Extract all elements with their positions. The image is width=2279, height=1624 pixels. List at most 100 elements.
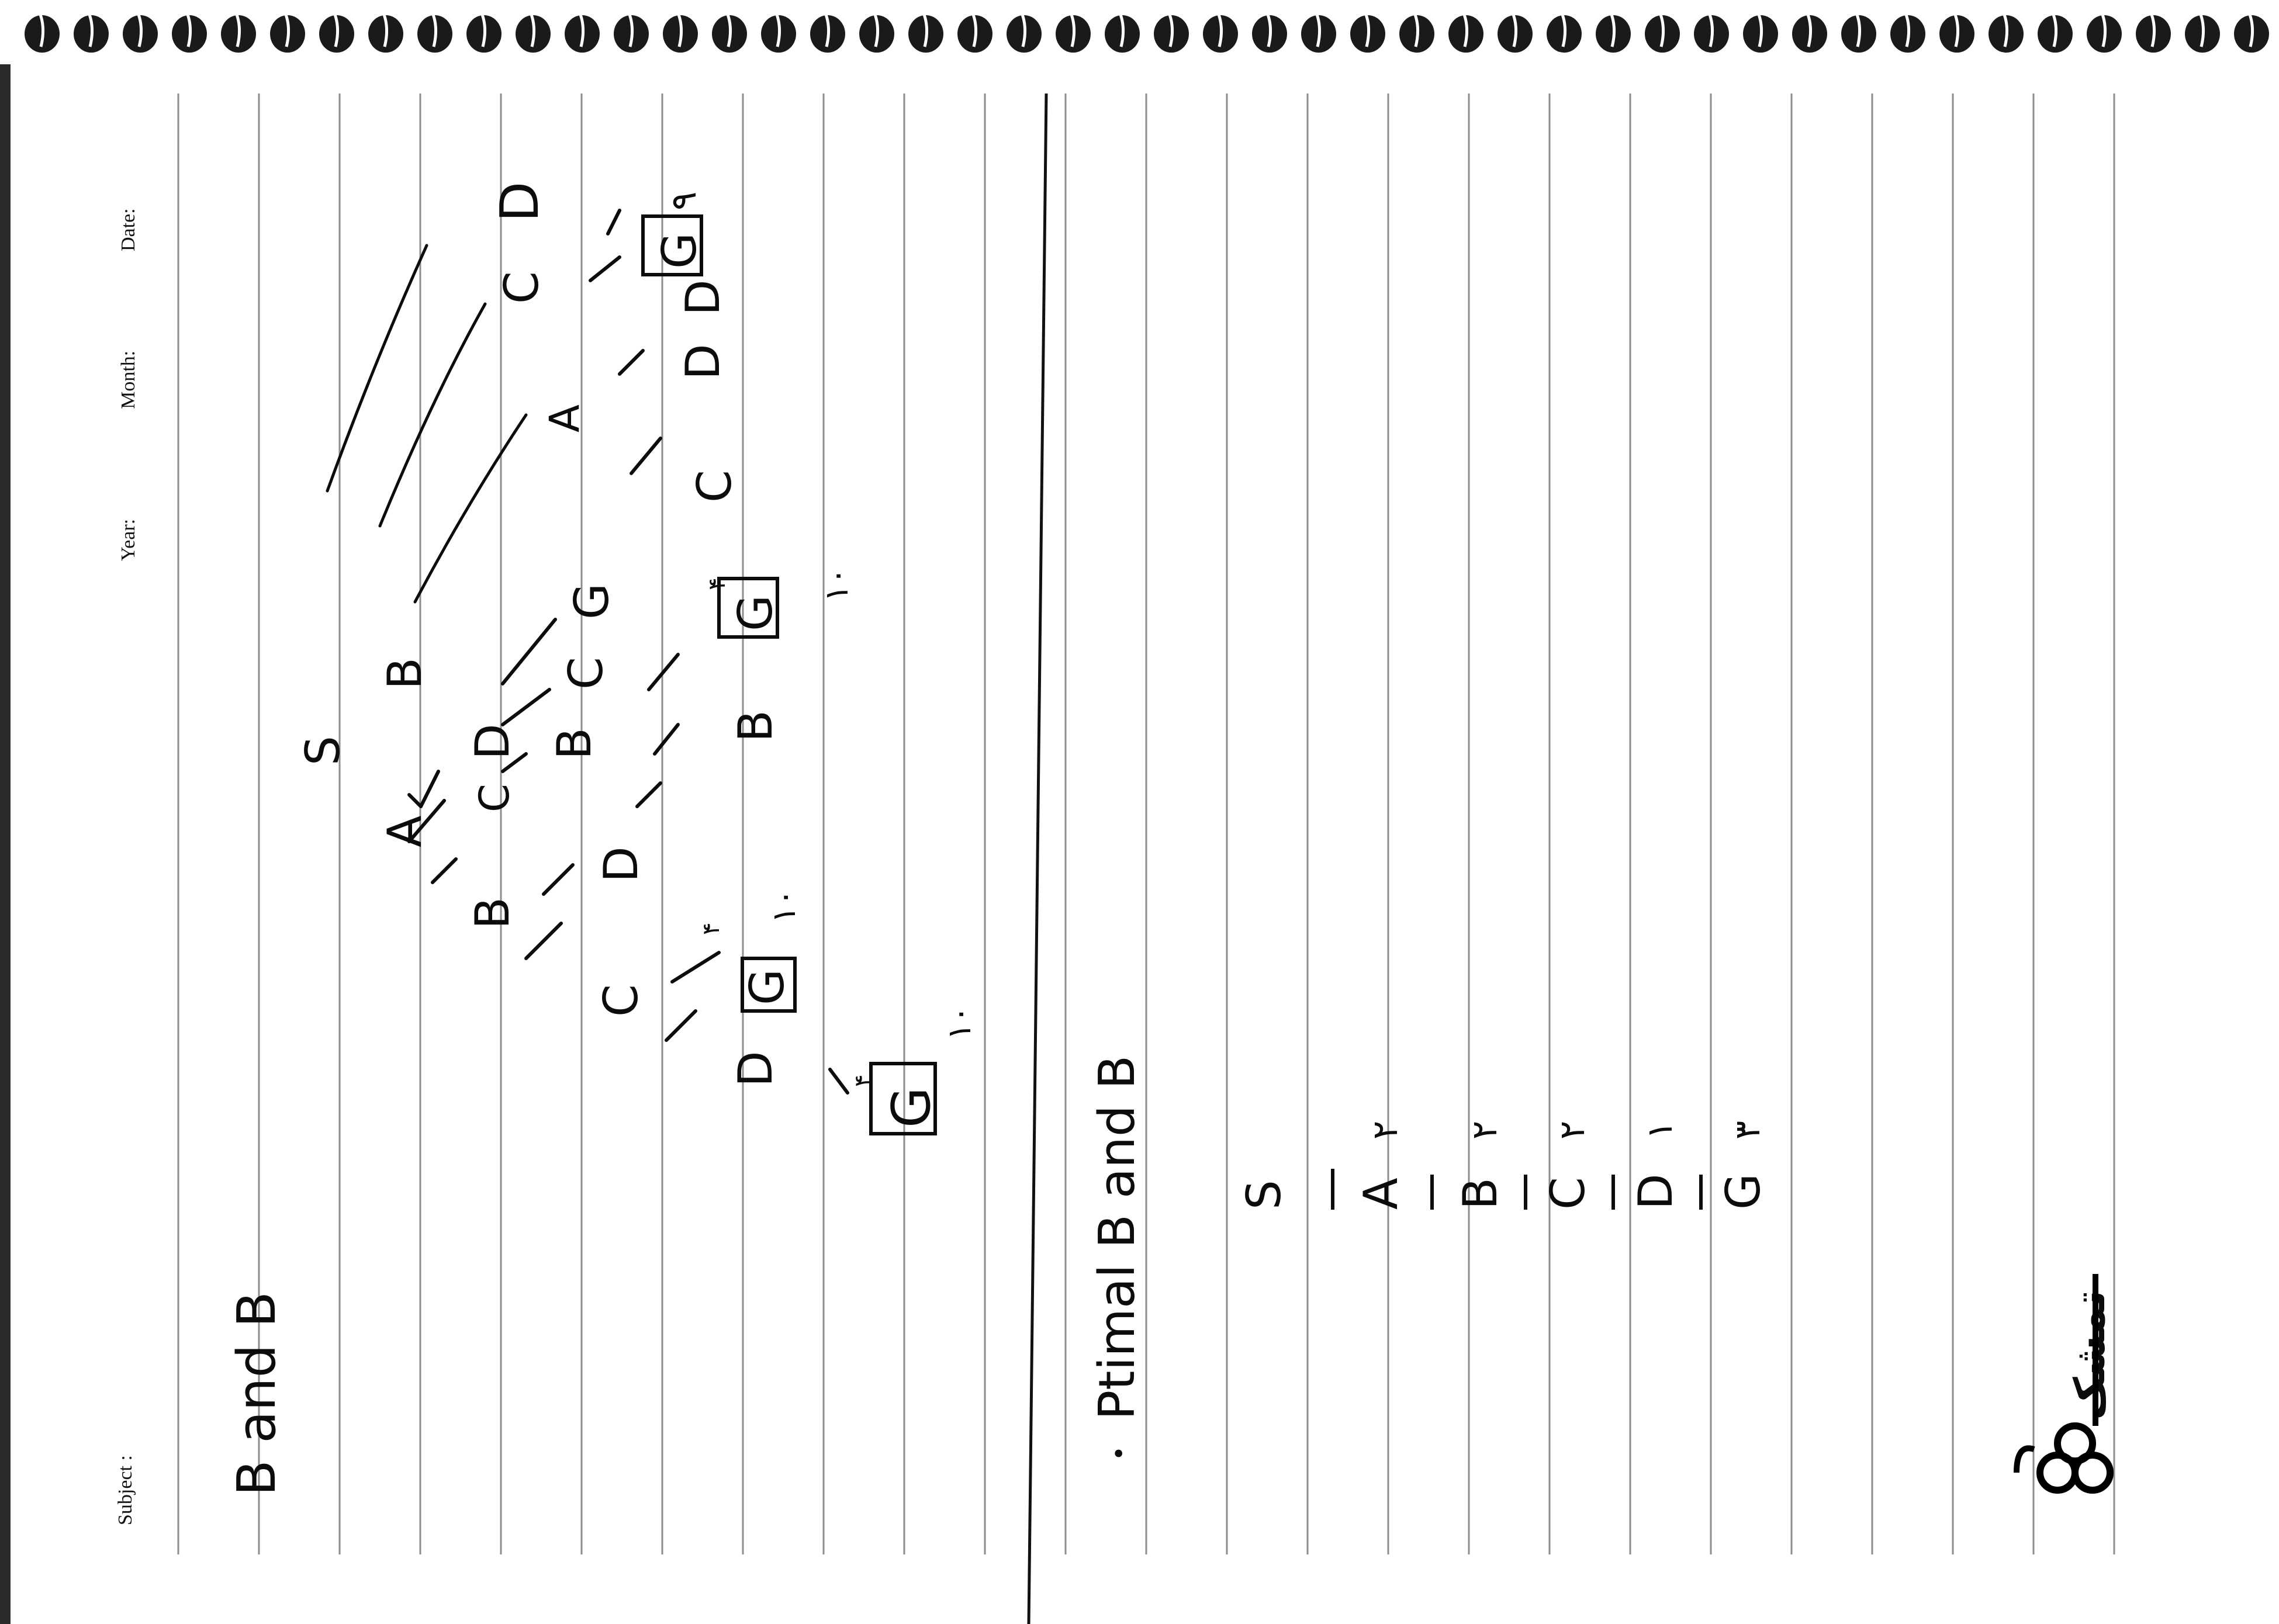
binding-ring-highlight xyxy=(1949,5,1960,47)
brand-logo xyxy=(2014,1422,2114,1494)
tree-node: D xyxy=(594,846,648,882)
binding-ring-highlight xyxy=(34,5,45,47)
tree-node: C xyxy=(559,657,613,690)
binding-ring-highlight xyxy=(1262,5,1272,47)
binding-ring-highlight xyxy=(2146,5,2156,47)
path-node: B xyxy=(1453,1178,1507,1210)
binding-ring-highlight xyxy=(1164,5,1174,47)
binding-ring-highlight xyxy=(329,5,340,47)
date-label: Date: xyxy=(117,208,139,251)
binding-ring-highlight xyxy=(2195,5,2205,47)
tree-node: A xyxy=(541,404,589,432)
top-title: B and B xyxy=(226,1291,288,1496)
binding-ring-highlight xyxy=(2048,5,2058,47)
center-fold-line xyxy=(1027,93,1048,1624)
binding-ring-highlight xyxy=(84,5,94,47)
path-node: G xyxy=(1716,1173,1770,1210)
tree-node: C xyxy=(471,784,518,812)
binding-ring-highlight xyxy=(1115,5,1125,47)
binding-ring-highlight xyxy=(722,5,732,47)
cost-label: ۴ xyxy=(704,578,731,590)
binding-ring-highlight xyxy=(771,5,781,47)
cost-label: ۴ xyxy=(850,1075,877,1087)
binding-ring-highlight xyxy=(1311,5,1322,47)
binding-ring-highlight xyxy=(2244,5,2254,47)
tree-node: D xyxy=(489,182,551,222)
binding-ring-highlight xyxy=(1606,5,1616,47)
cost-label: ۱۰ xyxy=(818,567,855,602)
tree-node: B xyxy=(465,897,520,929)
tree-node: C xyxy=(687,470,742,503)
month-label: Month: xyxy=(117,351,139,409)
search-tree-2 xyxy=(589,209,662,475)
optimal-path: S A ۲ B ۲ C ۲ D ۱ G ۳ xyxy=(1237,1121,1770,1210)
path-cost: ۳ xyxy=(1727,1121,1768,1140)
binding-ring-highlight xyxy=(2097,5,2107,47)
spiral-binding xyxy=(25,5,2269,53)
tree-node: B xyxy=(728,710,783,742)
tree-node: G xyxy=(652,233,707,269)
tree-node: G xyxy=(881,1087,942,1128)
path-cost: ۲ xyxy=(1365,1121,1406,1140)
binding-ring-highlight xyxy=(476,5,487,47)
path-cost: ۲ xyxy=(1464,1121,1505,1140)
binding-ring-highlight xyxy=(1851,5,1862,47)
binding-ring-highlight xyxy=(1066,5,1076,47)
subject-label: Subject : xyxy=(115,1455,136,1525)
binding-ring-highlight xyxy=(280,5,291,47)
tree-node: D xyxy=(465,723,520,760)
binding-ring-highlight xyxy=(575,5,585,47)
binding-ring-highlight xyxy=(525,5,536,47)
path-node: C xyxy=(1541,1177,1595,1210)
cost-label: ۹ xyxy=(663,192,704,210)
binding-ring-highlight xyxy=(1213,5,1223,47)
binding-ring-highlight xyxy=(378,5,389,47)
binding-ring-highlight xyxy=(1753,5,1763,47)
binding-ring-highlight xyxy=(1360,5,1371,47)
binding-ring-highlight xyxy=(1016,5,1027,47)
brand-underline xyxy=(2093,1274,2098,1426)
tree-node: G xyxy=(728,595,783,631)
binding-ring-highlight xyxy=(967,5,978,47)
binding-ring-highlight xyxy=(231,5,241,47)
binding-ring-highlight xyxy=(1900,5,1911,47)
bottom-title: Ptimal B and B xyxy=(1088,1055,1146,1420)
tree-node: S xyxy=(296,736,350,766)
binding-ring-highlight xyxy=(820,5,831,47)
binding-ring-highlight xyxy=(133,5,143,47)
ruled-lines xyxy=(177,94,2115,1554)
search-tree-1 xyxy=(407,214,937,1135)
page-edge xyxy=(0,64,11,1624)
binding-ring-highlight xyxy=(1998,5,2009,47)
tree-node: D xyxy=(676,279,730,316)
tree-node: C xyxy=(494,271,549,304)
tree-node: D xyxy=(676,344,730,380)
tree-node: A xyxy=(378,815,432,847)
binding-ring-highlight xyxy=(918,5,929,47)
binding-ring-highlight xyxy=(869,5,880,47)
tree-node: D xyxy=(728,1051,783,1087)
path-node: A xyxy=(1354,1178,1408,1210)
tree-node: B xyxy=(547,728,601,760)
binding-ring-highlight xyxy=(1409,5,1420,47)
tree1-nodes: S A B B C D C D B C G D G B G G ۱۰ ۱۰ ۱۰… xyxy=(296,567,978,1128)
binding-ring-highlight xyxy=(624,5,634,47)
binding-ring-highlight xyxy=(1655,5,1665,47)
brand-name: تمشک xyxy=(2065,1290,2114,1420)
tree-node: G xyxy=(565,583,619,619)
cost-label: ۱۰ xyxy=(765,889,803,923)
binding-ring-highlight xyxy=(1458,5,1469,47)
binding-ring-highlight xyxy=(673,5,683,47)
year-label: Year: xyxy=(117,519,139,561)
cost-label: ۴ xyxy=(698,923,725,935)
binding-ring-highlight xyxy=(427,5,438,47)
binding-ring-highlight xyxy=(1802,5,1813,47)
path-node: D xyxy=(1628,1173,1683,1210)
tree2-nodes: A C D C D D G ۹ xyxy=(489,182,742,503)
binding-ring-highlight xyxy=(1507,5,1518,47)
scribble-marks xyxy=(326,244,528,604)
tree-node: G xyxy=(740,969,794,1005)
binding-ring-highlight xyxy=(1557,5,1567,47)
